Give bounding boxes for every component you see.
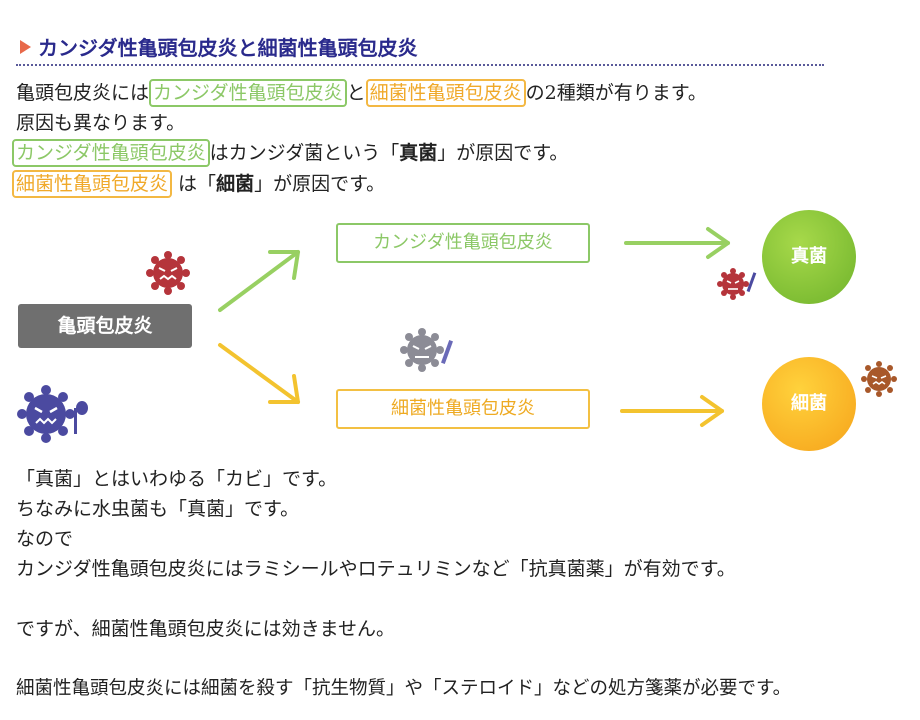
intro-text: 」が原因です。 bbox=[254, 173, 386, 195]
body-line-6: 細菌性亀頭包皮炎には細菌を殺す「抗生物質」や「ステロイド」などの処方箋薬が必要で… bbox=[16, 678, 792, 699]
triangle-marker-icon bbox=[20, 40, 31, 54]
brown-germ-icon bbox=[861, 361, 897, 397]
purple-germ-icon bbox=[17, 385, 88, 443]
intro-text: は「 bbox=[172, 173, 217, 195]
arrow-to-candida bbox=[218, 250, 300, 312]
body-line-1: 「真菌」とはいわゆる「カビ」です。 bbox=[16, 468, 338, 490]
bacteria-bold: 細菌 bbox=[216, 173, 255, 195]
intro-line-3: カンジダ性亀頭包皮炎はカンジダ菌という「真菌」が原因です。 bbox=[12, 138, 568, 168]
body-line-2: ちなみに水虫菌も「真菌」です。 bbox=[16, 498, 300, 520]
intro-line-4: 細菌性亀頭包皮炎 は「細菌」が原因です。 bbox=[12, 169, 385, 199]
fungus-circle: 真菌 bbox=[762, 210, 856, 304]
red-germ-icon bbox=[146, 251, 190, 295]
intro-text: はカンジダ菌という「 bbox=[209, 142, 400, 164]
bacterial-highlight: 細菌性亀頭包皮炎 bbox=[12, 170, 173, 198]
gray-germ-icon bbox=[400, 328, 453, 372]
intro-text: と bbox=[346, 82, 366, 104]
bacteria-circle: 細菌 bbox=[762, 357, 856, 451]
red-germ-small-icon bbox=[717, 268, 757, 300]
candida-highlight: カンジダ性亀頭包皮炎 bbox=[12, 139, 210, 167]
intro-line-2: 原因も異なります。 bbox=[16, 112, 186, 134]
intro-text: の2種類が有ります。 bbox=[525, 82, 707, 104]
arrow-to-fungus bbox=[624, 227, 730, 259]
section-heading: カンジダ性亀頭包皮炎と細菌性亀頭包皮炎 bbox=[16, 32, 824, 66]
intro-text: 亀頭包皮炎には bbox=[16, 82, 150, 104]
body-line-5: ですが、細菌性亀頭包皮炎には効きません。 bbox=[16, 618, 396, 640]
body-line-3: なので bbox=[16, 528, 74, 550]
balanoposthitis-box: 亀頭包皮炎 bbox=[18, 304, 192, 348]
body-line-4: カンジダ性亀頭包皮炎にはラミシールやロテュリミンなど「抗真菌薬」が有効です。 bbox=[16, 558, 736, 580]
fungus-bold: 真菌 bbox=[399, 142, 438, 164]
bacterial-highlight: 細菌性亀頭包皮炎 bbox=[365, 79, 526, 107]
section-title: カンジダ性亀頭包皮炎と細菌性亀頭包皮炎 bbox=[38, 36, 418, 60]
candida-box: カンジダ性亀頭包皮炎 bbox=[336, 223, 590, 263]
intro-text: 」が原因です。 bbox=[437, 142, 569, 164]
arrow-to-bacterial bbox=[218, 343, 300, 404]
intro-line-1: 亀頭包皮炎にはカンジダ性亀頭包皮炎と細菌性亀頭包皮炎の2種類が有ります。 bbox=[16, 78, 707, 108]
bacterial-box: 細菌性亀頭包皮炎 bbox=[336, 389, 590, 429]
candida-highlight: カンジダ性亀頭包皮炎 bbox=[149, 79, 347, 107]
arrow-to-bacteria bbox=[620, 395, 724, 427]
